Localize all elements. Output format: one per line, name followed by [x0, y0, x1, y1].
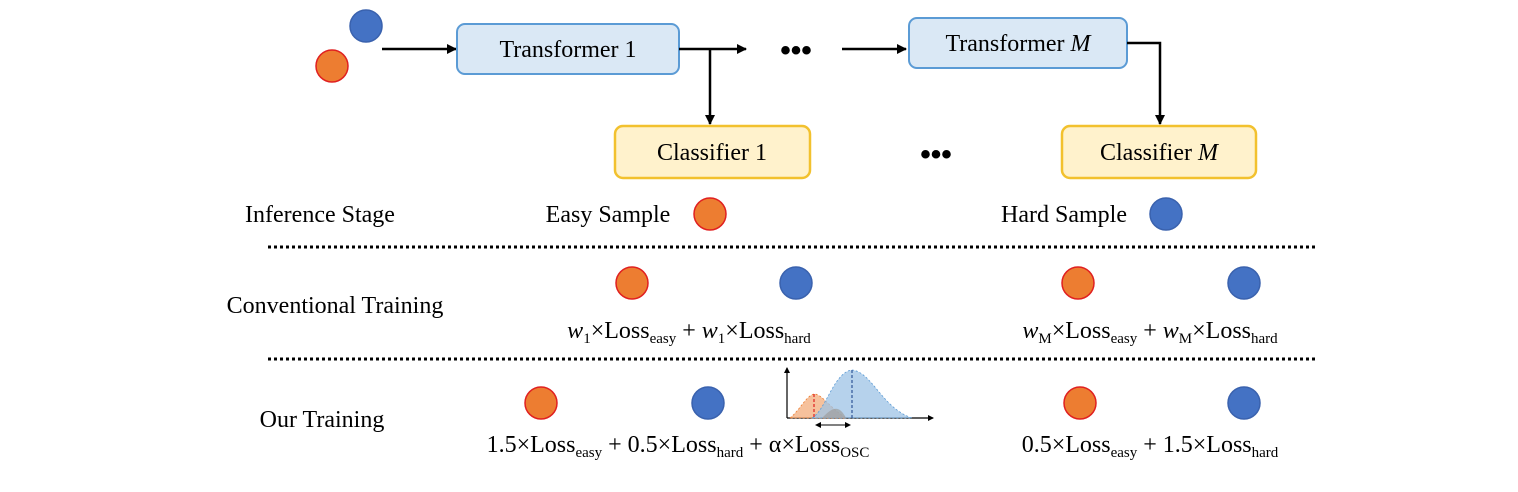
conventional-easy-sample-icon-right [1061, 266, 1095, 300]
conventional-training-label: Conventional Training [227, 293, 444, 319]
hard-sample-label: Hard Sample [1001, 202, 1127, 228]
transformer-m-label: Transformer M [945, 31, 1092, 57]
classifier-1-label: Classifier 1 [657, 140, 767, 166]
transformer-m-block: Transformer M [908, 17, 1128, 69]
ours-formula-right: 0.5×Losseasy + 1.5×Losshard [1022, 432, 1279, 461]
transformer-1-label: Transformer 1 [499, 37, 636, 63]
middle-ellipsis: ••• [920, 138, 952, 171]
easy-sample-icon [693, 197, 727, 231]
inference-stage-label: Inference Stage [245, 202, 395, 228]
our-training-label: Our Training [260, 407, 385, 433]
classifier-m-block: Classifier M [1060, 124, 1258, 180]
conventional-hard-sample-icon-left [779, 266, 813, 300]
classifier-1-block: Classifier 1 [613, 124, 812, 180]
conventional-hard-sample-icon-right [1227, 266, 1261, 300]
classifier-m-label: Classifier M [1100, 140, 1220, 166]
transformer-1-block: Transformer 1 [456, 23, 680, 75]
ours-hard-sample-icon-right [1227, 386, 1261, 420]
ours-easy-sample-icon-right [1063, 386, 1097, 420]
input-hard-sample-icon [349, 9, 383, 43]
distribution-plot-icon [784, 367, 934, 428]
ours-easy-sample-icon-left [524, 386, 558, 420]
conventional-easy-sample-icon-left [615, 266, 649, 300]
ours-formula-left: 1.5×Losseasy + 0.5×Losshard + α×LossOSC [487, 432, 870, 461]
easy-sample-label: Easy Sample [546, 202, 671, 228]
hard-sample-icon [1149, 197, 1183, 231]
top-ellipsis: ••• [780, 34, 812, 67]
conventional-formula-right: wM×Losseasy + wM×Losshard [1022, 318, 1278, 347]
arrow-transformer-m-to-classifier-m [1127, 41, 1165, 125]
input-easy-sample-icon [315, 49, 349, 83]
ours-hard-sample-icon-left [691, 386, 725, 420]
conventional-formula-left: w1×Losseasy + w1×Losshard [567, 318, 811, 347]
